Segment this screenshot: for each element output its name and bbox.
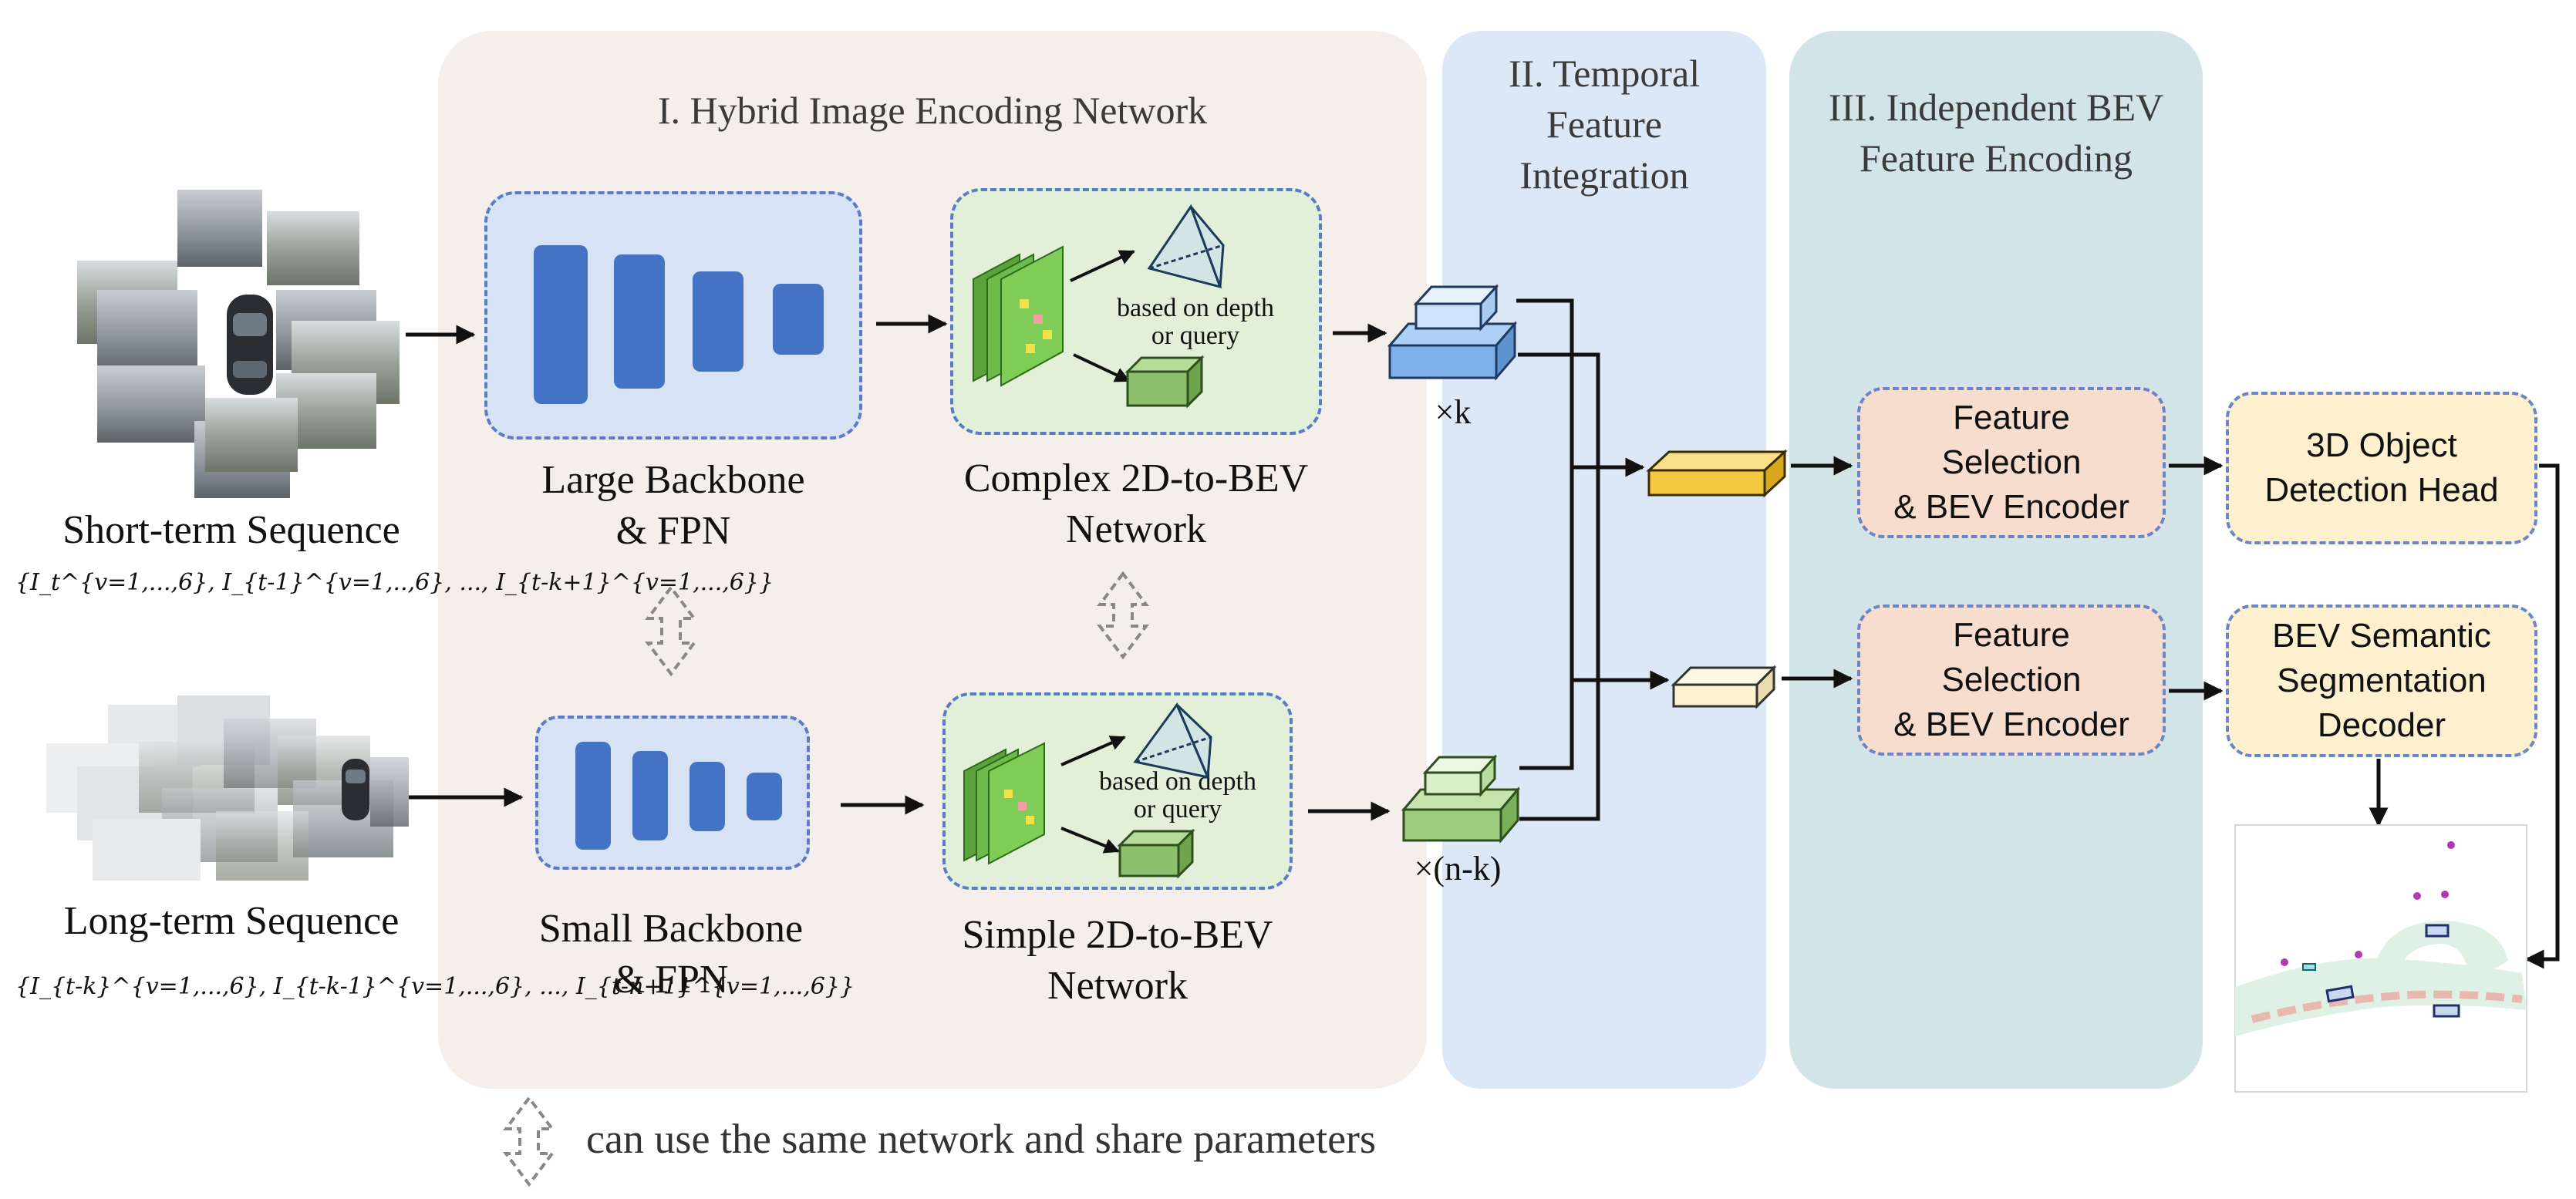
temporal-title-line2: Feature (1546, 103, 1662, 146)
seg-decoder-line1: BEV Semantic (2272, 617, 2491, 655)
segmentation-decoder: BEV Semantic Segmentation Decoder (2226, 605, 2537, 757)
depth-note-line1: based on depth (1099, 767, 1256, 796)
long-multiplier: ×(n-k) (1414, 850, 1502, 887)
depth-note-line1: based on depth (1117, 294, 1274, 322)
fs-bottom-line2: Selection (1941, 661, 2082, 699)
depth-note-line2: or query (1133, 795, 1222, 823)
hybrid-panel-title: I. Hybrid Image Encoding Network (657, 89, 1208, 132)
temporal-panel-title: II. Temporal Feature Integration (1442, 48, 1766, 200)
small-backbone-line2: & FPN (613, 958, 729, 1002)
bev-stack-short (1387, 284, 1518, 382)
det-head-line1: 3D Object (2306, 426, 2457, 464)
long-term-label: Long-term Sequence (63, 899, 400, 943)
bev-panel (1789, 31, 2203, 1089)
short-term-camera-views (74, 190, 406, 498)
depth-note-line2: or query (1151, 322, 1240, 350)
temporal-title-line3: Integration (1519, 153, 1689, 197)
fs-bottom-line1: Feature (1953, 616, 2070, 654)
feature-maps-icon (973, 245, 1064, 387)
arrow (1070, 250, 1135, 282)
fs-top-line1: Feature (1953, 399, 2070, 436)
simple-bev-line2: Network (1047, 964, 1188, 1008)
temporal-title-line1: II. Temporal (1508, 52, 1701, 95)
simple-depth-note: based on depth or query (1074, 768, 1282, 823)
frustum-icon (1133, 702, 1212, 780)
seg-decoder-line3: Decoder (2317, 706, 2446, 744)
feature-bar (773, 284, 824, 355)
feature-bar (575, 742, 611, 850)
share-parameters-note: can use the same network and share param… (586, 1116, 1377, 1162)
det-head-line2: Detection Head (2264, 471, 2499, 509)
large-backbone-line1: Large Backbone (541, 458, 805, 502)
bev-cube-icon (1124, 355, 1205, 409)
feature-selection-bev-encoder-bottom: Feature Selection & BEV Encoder (1857, 605, 2166, 756)
feature-maps-icon (963, 742, 1045, 865)
bev-stack-long (1401, 754, 1521, 844)
small-backbone-label: Small Backbone & FPN (494, 904, 848, 1005)
complex-depth-note: based on depth or query (1087, 295, 1303, 350)
fused-bev-segmentation (1671, 665, 1777, 709)
fs-top-line3: & BEV Encoder (1893, 488, 2129, 526)
detection-head: 3D Object Detection Head (2226, 392, 2537, 544)
feature-selection-bev-encoder-top: Feature Selection & BEV Encoder (1857, 387, 2166, 538)
short-term-label: Short-term Sequence (62, 508, 400, 552)
arrow (1060, 827, 1120, 854)
fs-bottom-line3: & BEV Encoder (1893, 706, 2129, 743)
camera-views-icon (77, 190, 400, 498)
arrow (1073, 353, 1131, 382)
fused-bev-detection (1646, 449, 1788, 498)
feature-bar (747, 773, 782, 820)
feature-bar (632, 751, 668, 840)
simple-bev-label: Simple 2D-to-BEV Network (896, 910, 1339, 1012)
large-backbone-label: Large Backbone & FPN (484, 455, 862, 557)
feature-bar (693, 271, 743, 372)
bev-cube-icon (1117, 828, 1195, 879)
large-backbone-block (484, 191, 862, 440)
car-icon (342, 759, 369, 820)
complex-bev-label: Complex 2D-to-BEV Network (919, 453, 1353, 555)
camera-views-icon (46, 695, 409, 881)
bev-panel-title: III. Independent BEV Feature Encoding (1789, 82, 2203, 184)
arrow (1060, 736, 1126, 766)
double-arrow-icon (503, 571, 1149, 1187)
long-term-camera-views (46, 695, 409, 888)
complex-bev-line1: Complex 2D-to-BEV (963, 456, 1309, 500)
complex-bev-line2: Network (1066, 507, 1206, 551)
seg-decoder-line2: Segmentation (2277, 662, 2487, 699)
large-backbone-line2: & FPN (615, 509, 731, 553)
feature-bar (614, 254, 665, 389)
temporal-panel (1442, 31, 1766, 1089)
bev-title-line2: Feature Encoding (1859, 136, 2133, 180)
short-multiplier: ×k (1435, 393, 1472, 431)
feature-bar (690, 762, 725, 831)
feature-bar (534, 245, 588, 404)
small-backbone-block (535, 716, 810, 870)
car-icon (227, 295, 273, 395)
fs-top-line2: Selection (1941, 443, 2082, 481)
small-backbone-line1: Small Backbone (538, 907, 804, 951)
bev-map-output (2234, 824, 2527, 1093)
simple-bev-line1: Simple 2D-to-BEV (962, 913, 1273, 957)
frustum-icon (1147, 204, 1225, 289)
bev-title-line1: III. Independent BEV (1828, 86, 2164, 129)
